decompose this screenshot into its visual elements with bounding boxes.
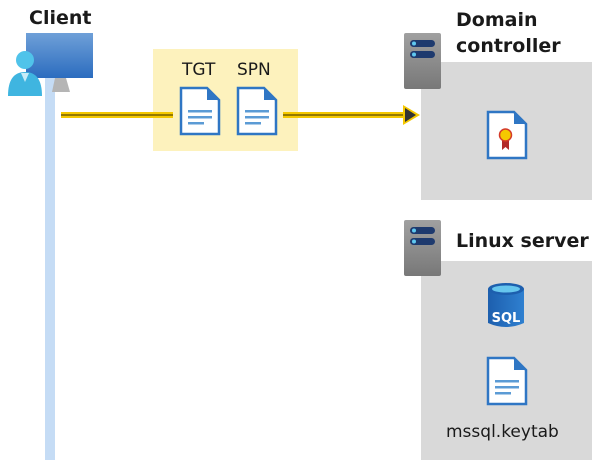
certificate-document-icon xyxy=(486,110,528,160)
domain-controller-label-line2: controller xyxy=(456,35,561,57)
spn-label: SPN xyxy=(237,60,271,80)
user-monitor-icon xyxy=(8,33,93,96)
domain-controller-label-line1: Domain xyxy=(456,9,538,31)
client-label: Client xyxy=(29,7,92,29)
client-lifeline xyxy=(45,78,55,460)
tgt-document-icon xyxy=(179,86,221,136)
spn-document-icon xyxy=(236,86,278,136)
keytab-document-icon xyxy=(486,356,528,406)
keytab-label: mssql.keytab xyxy=(446,422,559,442)
tgt-label: TGT xyxy=(182,60,216,80)
linux-server-label: Linux server xyxy=(456,230,589,252)
request-arrow xyxy=(61,105,420,125)
server-icon xyxy=(404,33,441,89)
sql-icon-text: SQL xyxy=(492,311,521,326)
sql-database-icon xyxy=(488,283,524,327)
server-icon xyxy=(404,220,441,276)
